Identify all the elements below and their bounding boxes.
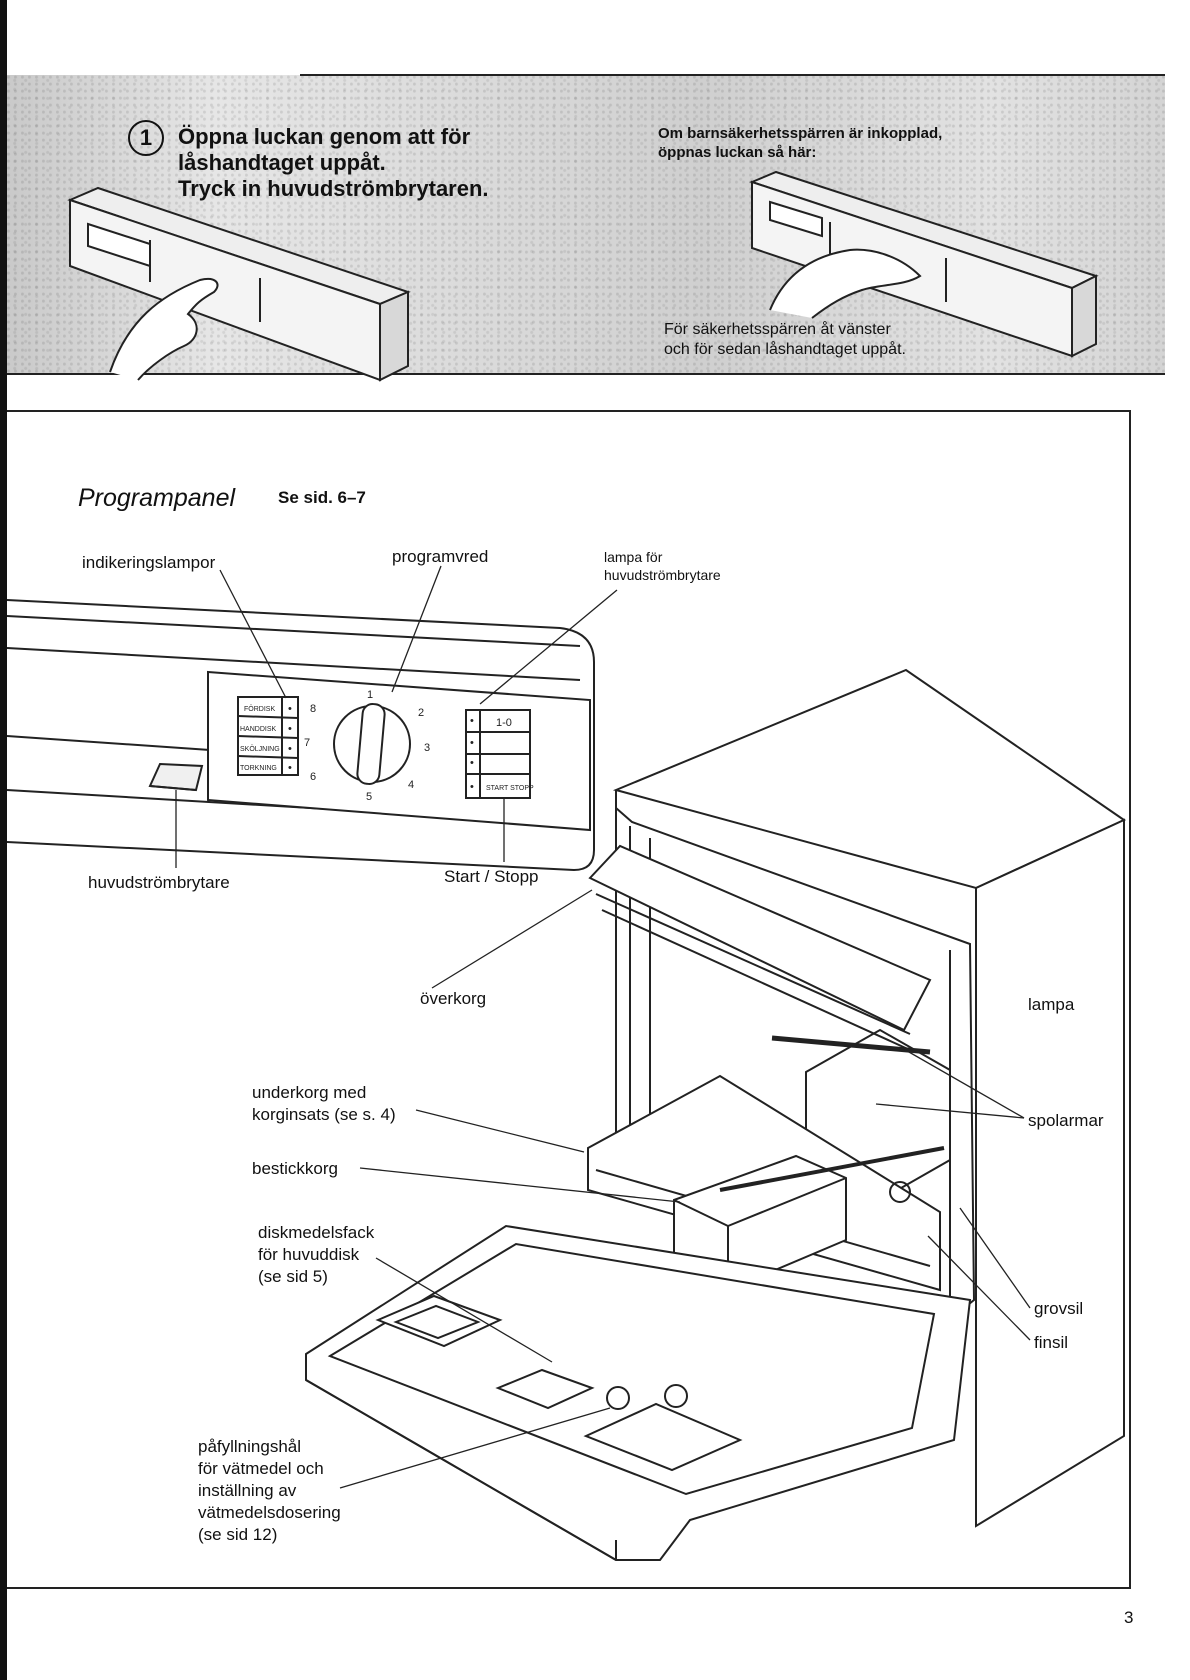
step-line-1: Öppna luckan genom att för xyxy=(178,124,471,149)
label-detergent-line-3: (se sid 5) xyxy=(258,1267,328,1286)
indicator-row-1: FÖRDISK xyxy=(244,705,275,713)
step-number-badge: 1 xyxy=(128,120,164,156)
button-dot-2: • xyxy=(470,737,474,749)
indicator-row-2: HANDDISK xyxy=(240,726,277,733)
button-dot-3: • xyxy=(470,757,474,769)
child-lock-instruction-line-1: För säkerhetsspärren åt vänster xyxy=(664,321,891,338)
label-rinse-aid-line-2: för vätmedel och xyxy=(198,1459,324,1478)
page-title: Programpanel xyxy=(78,484,236,512)
dial-mark-8: 8 xyxy=(310,703,316,715)
child-lock-note-line-1: Om barnsäkerhetsspärren är inkopplad, xyxy=(658,125,943,142)
step-line-2: låshandtaget uppåt. xyxy=(178,150,386,175)
diagram-frame xyxy=(7,410,1131,1589)
label-lower-basket: underkorg med korginsats (se s. 4) xyxy=(252,1082,396,1126)
label-detergent-compartment: diskmedelsfack för huvuddisk (se sid 5) xyxy=(258,1222,374,1288)
label-rinse-aid-line-1: påfyllningshål xyxy=(198,1437,302,1456)
label-coarse-filter: grovsil xyxy=(1034,1299,1084,1318)
label-main-switch-lamp-line-1: lampa för xyxy=(604,549,663,565)
dial-mark-5: 5 xyxy=(366,791,372,803)
dial-mark-4: 4 xyxy=(408,779,414,791)
label-lamp: lampa xyxy=(1028,995,1075,1014)
start-stop-button-label: START STOPP xyxy=(486,785,534,792)
child-lock-instruction-line-2: och för sedan låshandtaget uppåt. xyxy=(664,341,906,358)
label-lower-basket-line-2: korginsats (se s. 4) xyxy=(252,1105,396,1124)
dial-mark-1: 1 xyxy=(367,689,373,701)
indicator-dot-2: • xyxy=(288,723,292,735)
label-rinse-aid: påfyllningshål för vätmedel och inställn… xyxy=(198,1436,341,1546)
dial-mark-2: 2 xyxy=(418,707,424,719)
page-number: 3 xyxy=(1124,1608,1134,1627)
child-lock-instruction: För säkerhetsspärren åt vänster och för … xyxy=(664,320,906,360)
banner-bottom-rule xyxy=(7,373,1165,375)
dial-mark-7: 7 xyxy=(304,737,310,749)
button-dot-1: • xyxy=(470,715,474,727)
label-main-switch-lamp-line-2: huvudströmbrytare xyxy=(604,567,721,583)
step-instruction: Öppna luckan genom att för låshandtaget … xyxy=(178,124,489,202)
label-cutlery-basket: bestickkorg xyxy=(252,1159,338,1178)
child-lock-note-line-2: öppnas luckan så här: xyxy=(658,144,817,161)
label-fine-filter: finsil xyxy=(1034,1333,1069,1352)
button-dot-4: • xyxy=(470,781,474,793)
indicator-dot-1: • xyxy=(288,703,292,715)
dial-mark-6: 6 xyxy=(310,771,316,783)
label-upper-basket: överkorg xyxy=(420,989,487,1008)
indicator-dot-3: • xyxy=(288,743,292,755)
door-handle-illustration-right xyxy=(749,170,1099,358)
label-spray-arms: spolarmar xyxy=(1028,1111,1104,1130)
page-edge-rule xyxy=(0,0,7,1680)
panel-leader-lines xyxy=(175,565,618,868)
indicator-dot-4: • xyxy=(288,762,292,774)
label-indicator-lamps: indikeringslampor xyxy=(82,553,216,572)
label-lower-basket-line-1: underkorg med xyxy=(252,1083,367,1102)
label-main-switch-lamp: lampa för huvudströmbrytare xyxy=(604,548,721,584)
dial-mark-3: 3 xyxy=(424,742,430,754)
label-program-knob: programvred xyxy=(392,547,489,566)
indicator-row-3: SKÖLJNING xyxy=(240,745,280,753)
indicator-row-4: TORKNING xyxy=(240,765,277,772)
child-lock-note: Om barnsäkerhetsspärren är inkopplad, öp… xyxy=(658,124,942,162)
step-line-3: Tryck in huvudströmbrytaren. xyxy=(178,176,489,201)
label-detergent-line-1: diskmedelsfack xyxy=(258,1223,375,1242)
label-main-switch: huvudströmbrytare xyxy=(88,873,230,892)
door-handle-illustration-left xyxy=(67,186,411,382)
label-detergent-line-2: för huvuddisk xyxy=(258,1245,360,1264)
banner-top-rule xyxy=(300,74,1165,76)
label-rinse-aid-line-5: (se sid 12) xyxy=(198,1525,278,1544)
machine-leader-lines xyxy=(339,889,1031,1489)
page-reference: Se sid. 6–7 xyxy=(278,488,366,507)
label-rinse-aid-line-4: vätmedelsdosering xyxy=(198,1503,341,1522)
label-start-stop: Start / Stopp xyxy=(444,867,539,886)
label-rinse-aid-line-3: inställning av xyxy=(198,1481,297,1500)
power-button-label: 1-0 xyxy=(496,717,512,729)
